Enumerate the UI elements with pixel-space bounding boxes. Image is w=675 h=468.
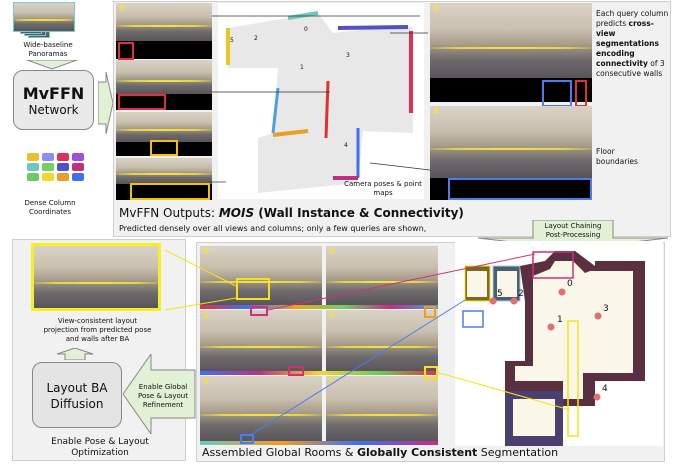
view-id: 1: [203, 311, 210, 321]
view-id: 0: [119, 4, 126, 14]
chaining-label: Layout Chaining Post-Processing: [544, 222, 602, 239]
view-id: 5: [329, 377, 336, 387]
view-id: 2: [203, 377, 210, 387]
projection-caption: View-consistent layout projection from p…: [43, 317, 152, 343]
projection-image: [31, 243, 161, 311]
view-id: 3: [329, 247, 336, 257]
query-text: Each query column predicts: [596, 9, 669, 28]
floorplan-id: 5: [497, 289, 503, 299]
map-camera-id: 5: [230, 37, 234, 44]
caption-bold: Globally Consistent: [356, 446, 478, 459]
map-camera-id: 1: [300, 64, 304, 71]
network-subtitle: Network: [28, 103, 79, 117]
down-arrow-icon: [26, 60, 78, 70]
caption-italic: MOIS: [218, 206, 255, 220]
query-description: Each query column predicts cross-view se…: [596, 9, 670, 79]
dense-columns-label: Dense Column Coordinates: [24, 199, 76, 216]
floorplan-id: 0: [567, 279, 573, 289]
caption-prefix: MvFFN Outputs:: [119, 206, 219, 220]
caption-text: Assembled Global Rooms &: [202, 446, 357, 459]
point-map: 0 1 2 3 4 5 Camera poses & point maps: [218, 3, 424, 199]
view-id: 3: [433, 4, 440, 14]
caption-bold: (Wall Instance & Connectivity): [254, 206, 464, 220]
network-title: MvFFN: [22, 84, 85, 103]
map-camera-id: 0: [304, 26, 308, 33]
right-arrow-icon: [98, 72, 114, 134]
ba-title: Layout BA Diffusion: [46, 381, 108, 411]
assembled-caption: Assembled Global Rooms & Globally Consis…: [202, 446, 558, 459]
map-label: Camera poses & point maps: [344, 180, 422, 197]
floorplan-id: 3: [603, 304, 609, 314]
query-text: of 3 consecutive walls: [596, 59, 665, 78]
query-text-bold: cross-view segmentations encoding connec…: [596, 19, 659, 68]
up-arrow-icon: [56, 348, 94, 360]
map-camera-id: 2: [254, 35, 258, 42]
view-id: 4: [329, 311, 336, 321]
panoramas-label: Wide-baseline Panoramas: [23, 41, 73, 58]
left-arrow-icon: [123, 354, 196, 434]
mvffn-network-box: MvFFN Network: [13, 70, 94, 130]
outputs-subcaption: Predicted densely over all views and col…: [119, 224, 427, 233]
layout-ba-diffusion-box: Layout BA Diffusion: [32, 362, 122, 428]
view-id: 0: [203, 247, 210, 257]
caption-text: Segmentation: [477, 446, 559, 459]
floor-boundaries-label: Floor boundaries: [596, 147, 638, 166]
ba-caption: Enable Pose & Layout Optimization: [51, 437, 149, 458]
view-id: 4: [433, 107, 440, 117]
map-camera-id: 3: [346, 52, 350, 59]
refine-label: Enable Global Pose & Layout Refinement: [138, 383, 188, 409]
floorplan-id: 2: [518, 289, 524, 299]
outputs-caption: MvFFN Outputs: MOIS (Wall Instance & Con…: [119, 206, 464, 220]
floorplan: 0 1 2 3 4 5: [455, 241, 663, 446]
floorplan-id: 4: [602, 384, 608, 394]
map-camera-id: 4: [344, 142, 348, 149]
floorplan-id: 1: [557, 315, 563, 325]
